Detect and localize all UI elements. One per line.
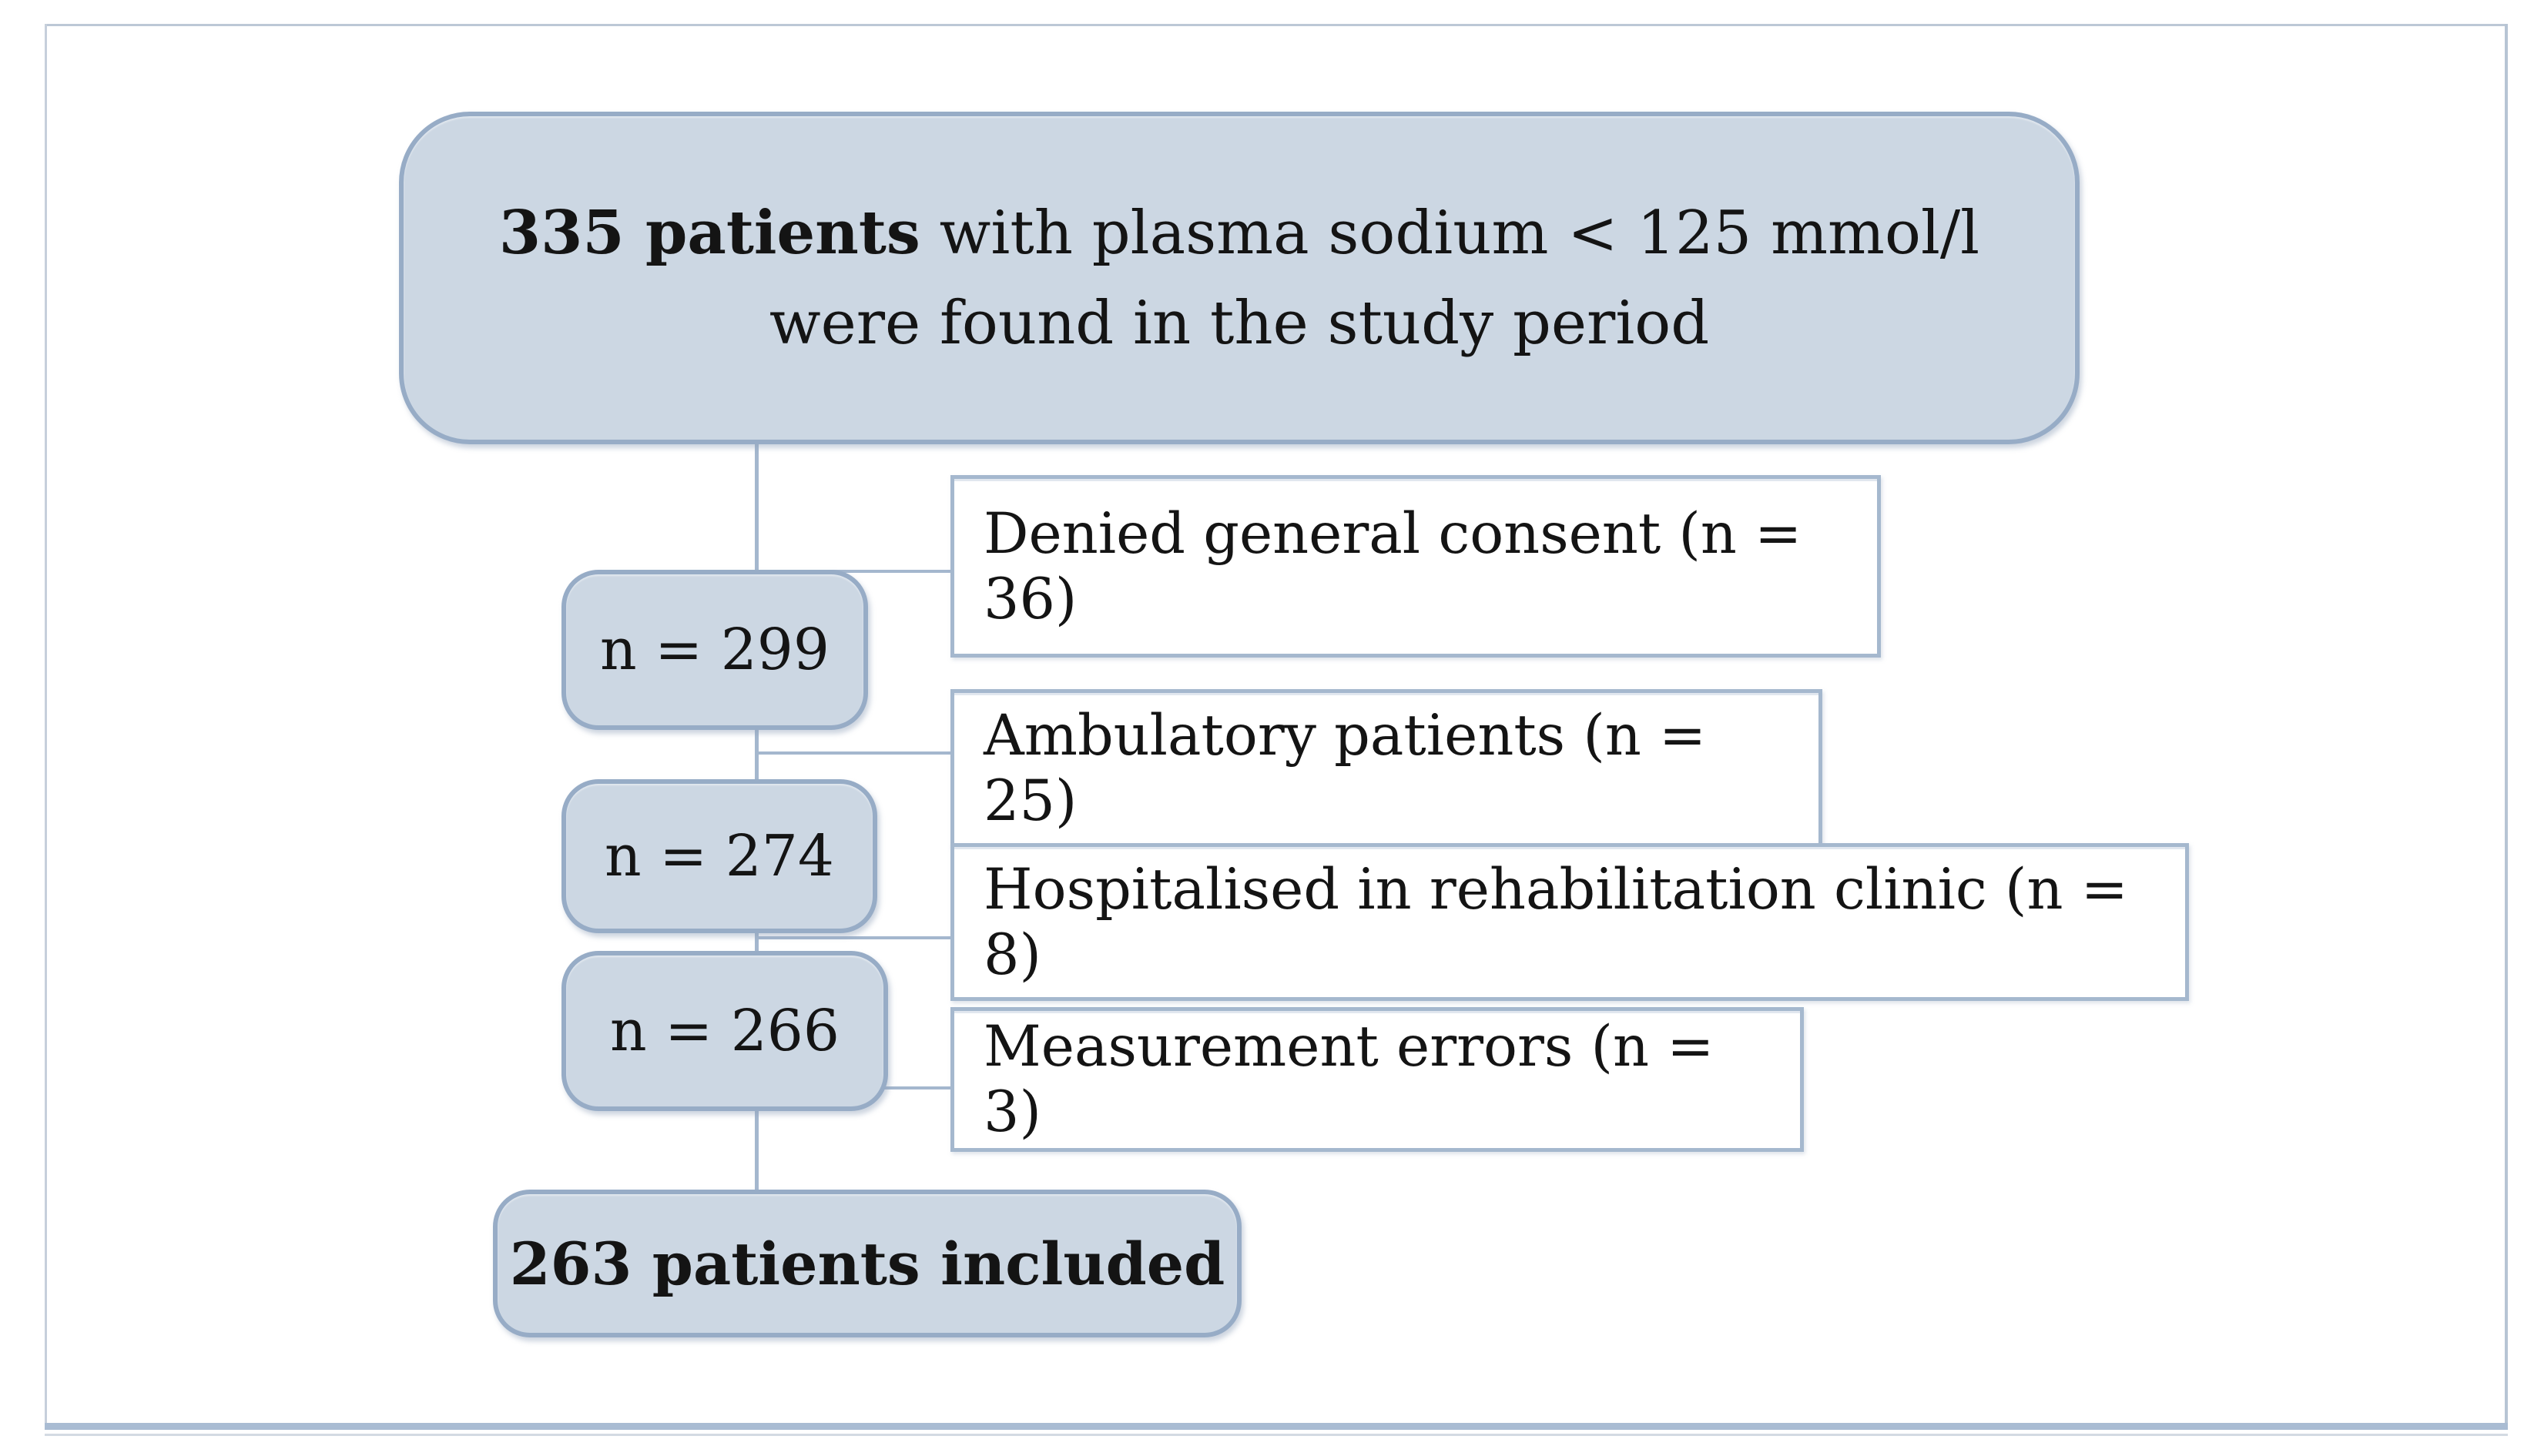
exclusion-label: Hospitalised in rehabilitation clinic (n… <box>984 856 2128 988</box>
exclusion-box-measurement-errors: Measurement errors (n = 3) <box>950 1007 1804 1152</box>
included-patients-box: 263 patients included <box>493 1190 1242 1337</box>
frame-left-rule <box>45 24 47 1428</box>
total-patients-description: with plasma sodium < 125 mmol/l were fou… <box>769 198 1980 358</box>
connector-line-ambulatory <box>756 751 952 755</box>
count-label: n = 274 <box>605 823 834 889</box>
exclusion-label: Measurement errors (n = 3) <box>984 1014 1715 1145</box>
exclusion-box-denied-consent: Denied general consent (n = 36) <box>950 475 1881 658</box>
total-patients-box: 335 patients with plasma sodium < 125 mm… <box>399 112 2080 444</box>
connector-line-denied-consent <box>756 570 952 573</box>
frame-bottom-rule <box>45 1423 2508 1430</box>
exclusion-label: Ambulatory patients (n = 25) <box>984 702 1707 834</box>
total-patients-text: 335 patients with plasma sodium < 125 mm… <box>477 188 2002 369</box>
frame-right-rule <box>2505 24 2508 1428</box>
total-patients-count: 335 patients <box>498 197 920 268</box>
exclusion-box-rehabilitation: Hospitalised in rehabilitation clinic (n… <box>950 843 2189 1001</box>
exclusion-label: Denied general consent (n = 36) <box>984 500 1802 632</box>
count-box-n266: n = 266 <box>561 951 888 1111</box>
frame-bottom-rule-shadow <box>45 1434 2508 1436</box>
count-label: n = 299 <box>600 617 830 683</box>
count-label: n = 266 <box>610 998 840 1064</box>
connector-line-rehabilitation <box>756 936 952 939</box>
frame-top-rule <box>45 24 2508 26</box>
included-patients-label: 263 patients included <box>509 1229 1225 1298</box>
count-box-n299: n = 299 <box>561 570 868 730</box>
count-box-n274: n = 274 <box>561 779 877 933</box>
exclusion-box-ambulatory: Ambulatory patients (n = 25) <box>950 689 1822 847</box>
